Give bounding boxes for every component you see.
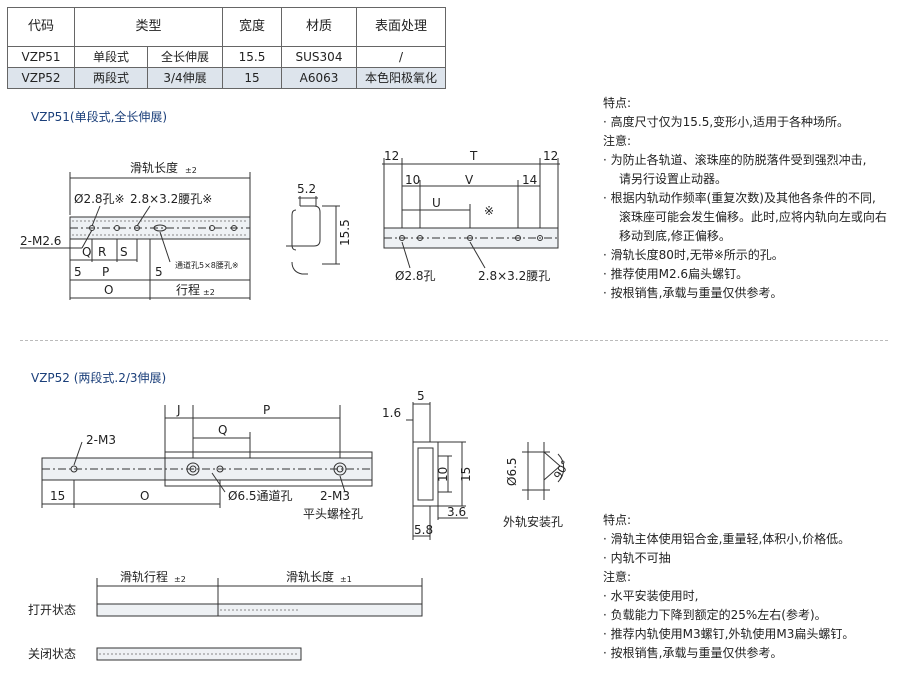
vzp52-drawing: J P Q 2-M3 15 O Ø6.5通道孔 2-M3 平头螺栓孔 5 1.6… bbox=[28, 390, 572, 661]
table-row: VZP52 两段式 3/4伸展 15 A6063 本色阳极氧化 bbox=[7, 67, 446, 89]
vzp52-dim-15: 15 bbox=[50, 489, 65, 503]
vzp51-dim-10: 10 bbox=[405, 173, 420, 187]
vzp52-dim-10: 10 bbox=[436, 467, 450, 482]
cell-width: 15.5 bbox=[222, 46, 282, 68]
vzp51-features-title: 特点: bbox=[603, 96, 632, 110]
cell-code: VZP52 bbox=[7, 67, 75, 89]
cell-material: A6063 bbox=[281, 67, 357, 89]
vzp51-m26-label: 2-M2.6 bbox=[20, 234, 61, 248]
vzp52-notes-title: 注意: bbox=[603, 570, 632, 584]
vzp52-rail-length: 滑轨长度 bbox=[286, 569, 334, 584]
table-row: VZP51 单段式 全长伸展 15.5 SUS304 / bbox=[7, 46, 446, 68]
cell-finish: / bbox=[356, 46, 446, 68]
vzp51-dim-12a: 12 bbox=[384, 149, 399, 163]
vzp51-hole-b: Ø2.8孔 bbox=[395, 269, 436, 283]
th-finish: 表面处理 bbox=[356, 7, 446, 47]
vzp52-dim-65: Ø6.5 bbox=[505, 457, 519, 486]
vzp52-dim-5: 5 bbox=[417, 390, 425, 403]
vzp51-dim-155: 15.5 bbox=[338, 219, 352, 246]
vzp52-note-1: · 负载能力下降到额定的25%左右(参考)。 bbox=[603, 608, 827, 622]
vzp51-note-5: · 滑轨长度80时,无带※所示的孔。 bbox=[603, 248, 784, 262]
vzp52-dim-36: 3.6 bbox=[447, 505, 466, 519]
vzp52-outer-hole: 外轨安装孔 bbox=[503, 514, 563, 529]
vzp52-note-0: · 水平安装使用时, bbox=[603, 589, 699, 603]
vzp52-note-3: · 按根销售,承载与重量仅供参考。 bbox=[603, 646, 783, 660]
vzp52-p: P bbox=[263, 403, 270, 417]
cell-code: VZP51 bbox=[7, 46, 75, 68]
vzp51-s: S bbox=[120, 245, 128, 259]
cell-finish: 本色阳极氧化 bbox=[356, 67, 446, 89]
vzp51-rail-length-tol: ±2 bbox=[185, 166, 197, 175]
vzp52-flat-bolt: 平头螺栓孔 bbox=[303, 506, 363, 521]
vzp51-notes: 特点: · 高度尺寸仅为15.5,变形小,适用于各种场所。 注意: · 为防止各… bbox=[603, 94, 887, 303]
vzp52-rail-stroke-tol: ±2 bbox=[174, 575, 186, 584]
vzp52-m3-b: 2-M3 bbox=[320, 489, 350, 503]
vzp51-note-0: · 为防止各轨道、滚珠座的防脱落件受到强烈冲击, bbox=[603, 153, 867, 167]
vzp51-mark: ※ bbox=[484, 204, 494, 218]
vzp52-hole-65: Ø6.5通道孔 bbox=[228, 489, 293, 503]
vzp51-note-3: 滚珠座可能会发生偏移。此时,应将内轨向左或向右 bbox=[619, 210, 887, 224]
cell-type-b: 全长伸展 bbox=[147, 46, 223, 68]
cell-type-b: 3/4伸展 bbox=[147, 67, 223, 89]
vzp52-j: J bbox=[176, 403, 181, 417]
vzp51-dim-12b: 12 bbox=[543, 149, 558, 163]
vzp52-dim-16: 1.6 bbox=[382, 406, 401, 420]
vzp51-p: P bbox=[102, 265, 109, 279]
vzp52-title: VZP52 (两段式.2/3伸展) bbox=[31, 371, 167, 385]
vzp52-open-label: 打开状态 bbox=[28, 603, 76, 617]
vzp51-r: R bbox=[98, 245, 106, 259]
vzp52-feature-0: · 滑轨主体使用铝合金,重量轻,体积小,价格低。 bbox=[603, 532, 851, 546]
vzp51-dim-52: 5.2 bbox=[297, 182, 316, 196]
vzp51-dim-v: V bbox=[465, 173, 474, 187]
vzp52-features-title: 特点: bbox=[603, 513, 632, 527]
vzp51-dim-t: T bbox=[469, 149, 478, 163]
vzp52-note-2: · 推荐内轨使用M3螺钉,外轨使用M3扁头螺钉。 bbox=[603, 627, 855, 641]
vzp51-title: VZP51(单段式,全长伸展) bbox=[31, 110, 168, 124]
th-material: 材质 bbox=[281, 7, 357, 47]
cell-type-a: 单段式 bbox=[74, 46, 148, 68]
vzp52-feature-1: · 内轨不可抽 bbox=[603, 551, 671, 565]
vzp51-drawing: 滑轨长度 ±2 Ø2.8孔※ 2.8×3.2腰孔※ 2-M2.6 Q R S P… bbox=[20, 149, 560, 300]
vzp51-note-2: · 根据内轨动作频率(重复次数)及其他各条件的不同, bbox=[603, 191, 876, 205]
vzp51-stroke-tol: ±2 bbox=[203, 288, 215, 297]
vzp52-dim-15v: 15 bbox=[459, 467, 473, 482]
vzp52-rail-stroke: 滑轨行程 bbox=[120, 569, 168, 584]
vzp51-hole-label: Ø2.8孔※ bbox=[74, 192, 125, 206]
th-type: 类型 bbox=[74, 7, 223, 47]
vzp51-rail-length-label: 滑轨长度 bbox=[130, 160, 178, 175]
th-width: 宽度 bbox=[222, 7, 282, 47]
table-header-row: 代码 类型 宽度 材质 表面处理 bbox=[7, 7, 446, 47]
cell-type-a: 两段式 bbox=[74, 67, 148, 89]
vzp51-note-1: 请另行设置止动器。 bbox=[619, 172, 728, 186]
vzp51-feature-0: · 高度尺寸仅为15.5,变形小,适用于各种场所。 bbox=[603, 115, 849, 129]
vzp51-q: Q bbox=[82, 245, 91, 259]
vzp51-stroke-label: 行程 bbox=[176, 282, 200, 297]
vzp52-notes: 特点: · 滑轨主体使用铝合金,重量轻,体积小,价格低。 · 内轨不可抽 注意:… bbox=[603, 511, 854, 663]
vzp51-o: O bbox=[104, 283, 113, 297]
vzp51-note-4: 移动到底,修正偏移。 bbox=[619, 229, 731, 243]
vzp51-notes-title: 注意: bbox=[603, 134, 632, 148]
vzp51-slot-label: 2.8×3.2腰孔※ bbox=[130, 192, 212, 206]
vzp51-slot-b: 2.8×3.2腰孔 bbox=[478, 269, 550, 283]
cell-width: 15 bbox=[222, 67, 282, 89]
vzp52-q: Q bbox=[218, 423, 227, 437]
vzp51-five-a: 5 bbox=[74, 265, 82, 279]
section-divider bbox=[20, 340, 888, 341]
vzp52-rail-length-tol: ±1 bbox=[340, 575, 352, 584]
vzp51-note-6: · 推荐使用M2.6扁头螺钉。 bbox=[603, 267, 749, 281]
th-code: 代码 bbox=[7, 7, 75, 47]
vzp52-o: O bbox=[140, 489, 149, 503]
vzp51-note-7: · 按根销售,承载与重量仅供参考。 bbox=[603, 286, 783, 300]
vzp52-m3: 2-M3 bbox=[86, 433, 116, 447]
cell-material: SUS304 bbox=[281, 46, 357, 68]
spec-table: 代码 类型 宽度 材质 表面处理 VZP51 单段式 全长伸展 15.5 SUS… bbox=[7, 7, 446, 89]
vzp51-slot-note: 通道孔5×8腰孔※ bbox=[175, 260, 239, 270]
vzp51-dim-u: U bbox=[432, 196, 441, 210]
vzp52-closed-label: 关闭状态 bbox=[28, 647, 76, 661]
vzp51-dim-14: 14 bbox=[522, 173, 537, 187]
vzp52-dim-58: 5.8 bbox=[414, 523, 433, 537]
vzp51-five-b: 5 bbox=[155, 265, 163, 279]
